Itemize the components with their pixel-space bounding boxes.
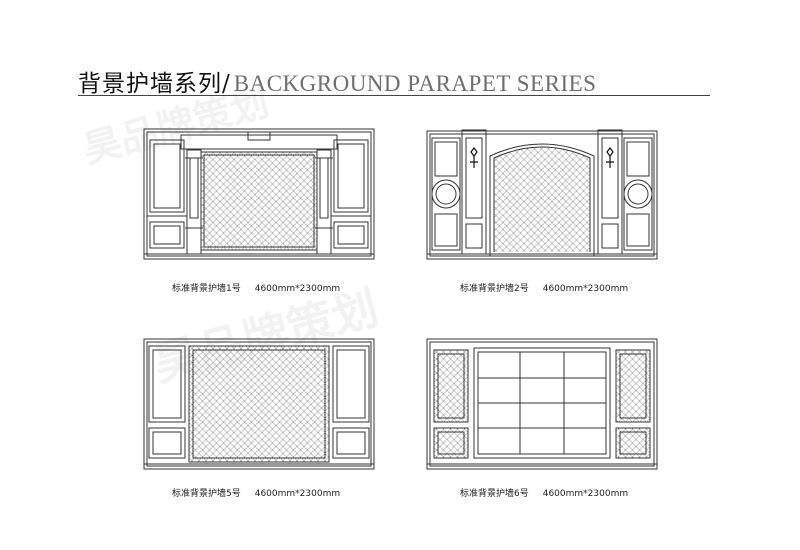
caption-dimensions: 4600mm*2300mm bbox=[254, 489, 341, 499]
caption-name: 标准背景护墙2号 bbox=[460, 284, 529, 294]
caption-dimensions: 4600mm*2300mm bbox=[542, 284, 629, 294]
caption-dimensions: 4600mm*2300mm bbox=[542, 489, 629, 499]
caption-name: 标准背景护墙1号 bbox=[172, 284, 241, 294]
caption-dimensions: 4600mm*2300mm bbox=[254, 284, 341, 294]
caption-name: 标准背景护墙5号 bbox=[172, 489, 241, 499]
caption-2: 标准背景护墙2号 4600mm*2300mm bbox=[460, 281, 628, 294]
parapet-drawing-6 bbox=[426, 338, 658, 472]
caption-6: 标准背景护墙6号 4600mm*2300mm bbox=[460, 486, 628, 499]
parapet-drawing-1 bbox=[143, 128, 375, 262]
page-header: 背景护墙系列 / BACKGROUND PARAPET SERIES bbox=[78, 64, 596, 98]
title-english: BACKGROUND PARAPET SERIES bbox=[233, 71, 597, 96]
caption-name: 标准背景护墙6号 bbox=[460, 489, 529, 499]
header-divider bbox=[78, 95, 710, 96]
caption-1: 标准背景护墙1号 4600mm*2300mm bbox=[172, 281, 340, 294]
parapet-drawing-2 bbox=[426, 128, 658, 262]
parapet-drawing-5 bbox=[143, 338, 375, 472]
caption-5: 标准背景护墙5号 4600mm*2300mm bbox=[172, 486, 340, 499]
title-chinese: 背景护墙系列 bbox=[78, 71, 222, 97]
title-separator: / bbox=[222, 71, 230, 97]
